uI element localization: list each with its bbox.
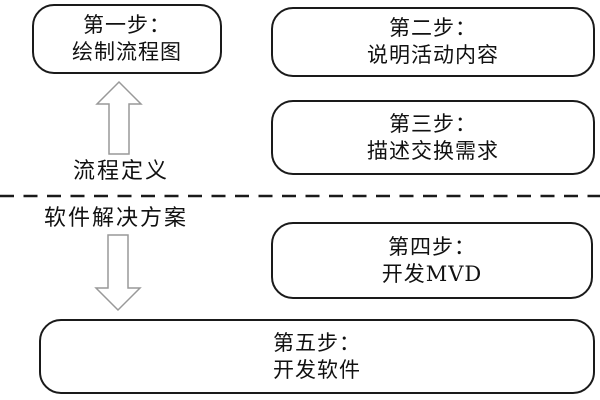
- process-definition-label: 流程定义: [72, 159, 169, 184]
- step5-title: 第五步：: [273, 330, 361, 355]
- step2-title: 第二步：: [389, 16, 477, 40]
- step3-description: 描述交换需求: [367, 138, 499, 163]
- down-arrow-icon: [94, 234, 142, 312]
- step3-box: 第三步： 描述交换需求: [271, 100, 595, 175]
- step4-title: 第四步：: [388, 234, 476, 259]
- step5-description: 开发软件: [273, 357, 361, 382]
- step5-box: 第五步： 开发软件: [39, 319, 595, 394]
- step1-description: 绘制流程图: [72, 40, 182, 64]
- step3-title: 第三步：: [389, 111, 477, 136]
- software-solution-label: 软件解决方案: [43, 206, 188, 231]
- step4-description: 开发MVD: [381, 261, 483, 286]
- step2-description: 说明活动内容: [367, 43, 499, 67]
- step1-box: 第一步： 绘制流程图: [32, 4, 222, 74]
- step2-box: 第二步： 说明活动内容: [271, 7, 595, 77]
- step1-title: 第一步：: [83, 13, 171, 37]
- up-arrow-icon: [95, 80, 143, 155]
- step4-box: 第四步： 开发MVD: [271, 222, 593, 299]
